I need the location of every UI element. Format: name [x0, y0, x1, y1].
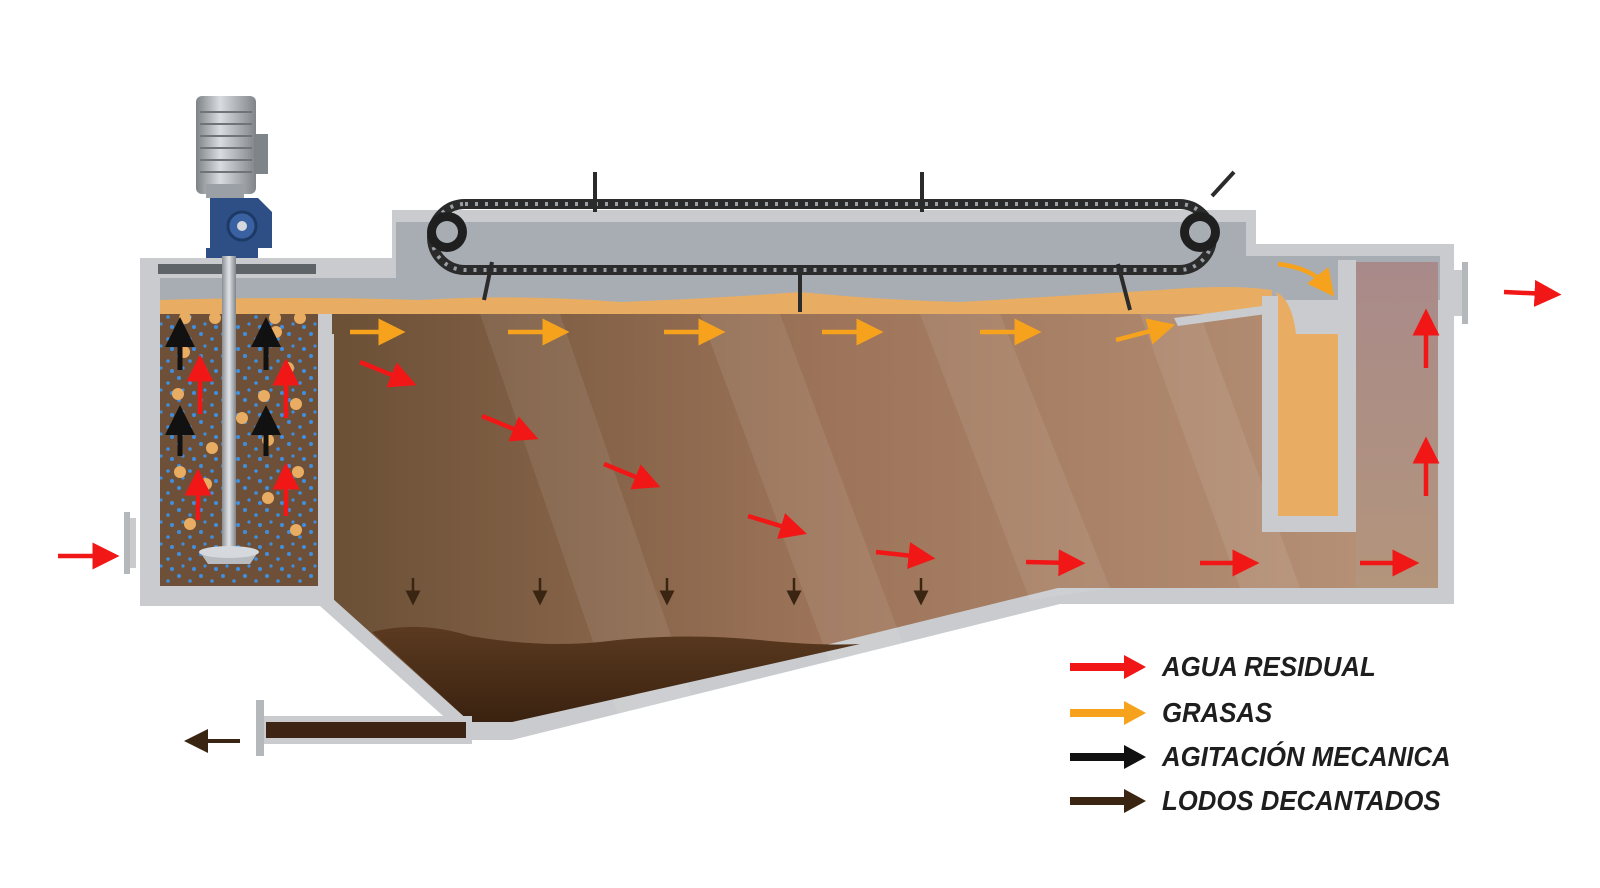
grease-arrows [350, 261, 1335, 346]
water-shading [480, 314, 1300, 720]
legend-item-agua-residual: AGUA RESIDUAL [1068, 647, 1394, 687]
black-arrow-icon [1070, 745, 1146, 769]
sprocket-icon [1180, 212, 1220, 252]
sprocket-icon [427, 212, 467, 252]
orange-arrow-icon [1070, 701, 1146, 725]
sludge-layer [372, 626, 860, 722]
outlet-chamber [1356, 262, 1438, 588]
legend-label: GRASAS [1162, 697, 1273, 728]
outlet-flange-icon [1454, 262, 1468, 324]
legend-item-lodos-decantados: LODOS DECANTADOS [1068, 781, 1465, 821]
sludge-settling-arrows [184, 578, 929, 753]
gearbox-icon [206, 198, 272, 258]
legend-item-grasas: GRASAS [1068, 693, 1282, 733]
agitator-shaft [222, 256, 236, 548]
impeller-icon [199, 546, 259, 564]
brown-arrow-icon [1070, 789, 1146, 813]
wastewater-arrows [58, 279, 1562, 577]
legend: AGUA RESIDUAL GRASAS AGITACIÓN MECANICA … [1068, 647, 1528, 827]
grease-layer [160, 287, 1272, 314]
sludge-pipe [256, 700, 472, 756]
legend-label: LODOS DECANTADOS [1162, 785, 1441, 816]
legend-label: AGITACIÓN MECANICA [1162, 741, 1451, 772]
agitation-arrows [165, 317, 281, 456]
inlet-flange-icon [124, 512, 136, 574]
legend-label: AGUA RESIDUAL [1162, 651, 1376, 682]
grease-chamber [1276, 292, 1338, 516]
legend-item-agitacion-mecanica: AGITACIÓN MECANICA [1068, 737, 1476, 777]
motor-icon [196, 96, 268, 198]
motor-support-plate [158, 264, 316, 274]
wastewater-body [332, 314, 1438, 722]
red-arrow-icon [1070, 655, 1146, 679]
